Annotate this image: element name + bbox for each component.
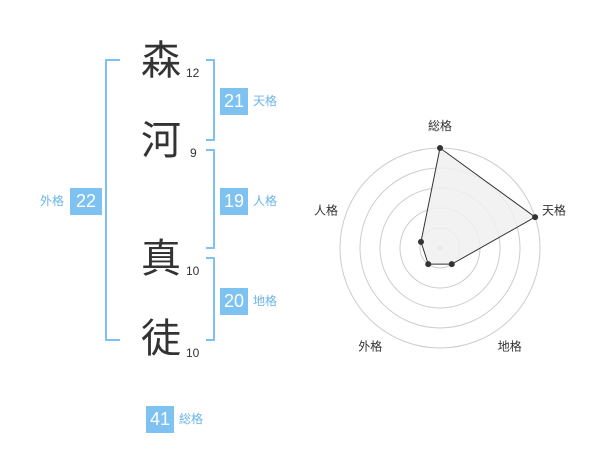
radar-axis-label-3: 地格 <box>498 339 522 354</box>
soukaku-label: 総格 <box>179 412 204 426</box>
tenkaku-label: 天格 <box>253 94 278 108</box>
soukaku-value: 41 <box>146 406 174 433</box>
chikaku-bracket <box>206 257 215 341</box>
radar-axis-label-5: 人格 <box>314 202 338 217</box>
stroke-count-1: 12 <box>186 66 200 80</box>
chikaku-label: 地格 <box>253 294 278 308</box>
radar-point-4 <box>425 261 432 268</box>
gaikaku-bracket <box>105 59 120 341</box>
stroke-count-4: 10 <box>186 346 200 360</box>
jinkaku-bracket <box>206 149 215 249</box>
gaikaku-label: 外格 <box>40 194 65 208</box>
gaikaku-value: 22 <box>70 188 102 215</box>
stroke-count-2: 9 <box>190 146 197 160</box>
radar-point-5 <box>417 238 424 245</box>
radar-axis-label-1: 総格 <box>428 118 452 133</box>
jinkaku-label: 人格 <box>253 194 278 208</box>
radar-point-3 <box>448 261 455 268</box>
tenkaku-bracket <box>206 59 215 141</box>
name-char-2: 河 <box>141 118 181 164</box>
chikaku-value: 20 <box>220 288 248 315</box>
name-char-3: 真 <box>141 236 181 282</box>
stroke-count-3: 10 <box>186 264 200 278</box>
name-char-4: 徒 <box>141 316 181 362</box>
radar-series-polygon <box>420 147 537 265</box>
radar-point-2 <box>532 214 539 221</box>
radar-axis-label-4: 外格 <box>358 339 382 354</box>
name-char-1: 森 <box>141 38 181 84</box>
jinkaku-value: 19 <box>220 188 248 215</box>
tenkaku-value: 21 <box>220 88 248 115</box>
radar-point-1 <box>437 145 443 151</box>
radar-axis-label-2: 天格 <box>542 202 566 217</box>
